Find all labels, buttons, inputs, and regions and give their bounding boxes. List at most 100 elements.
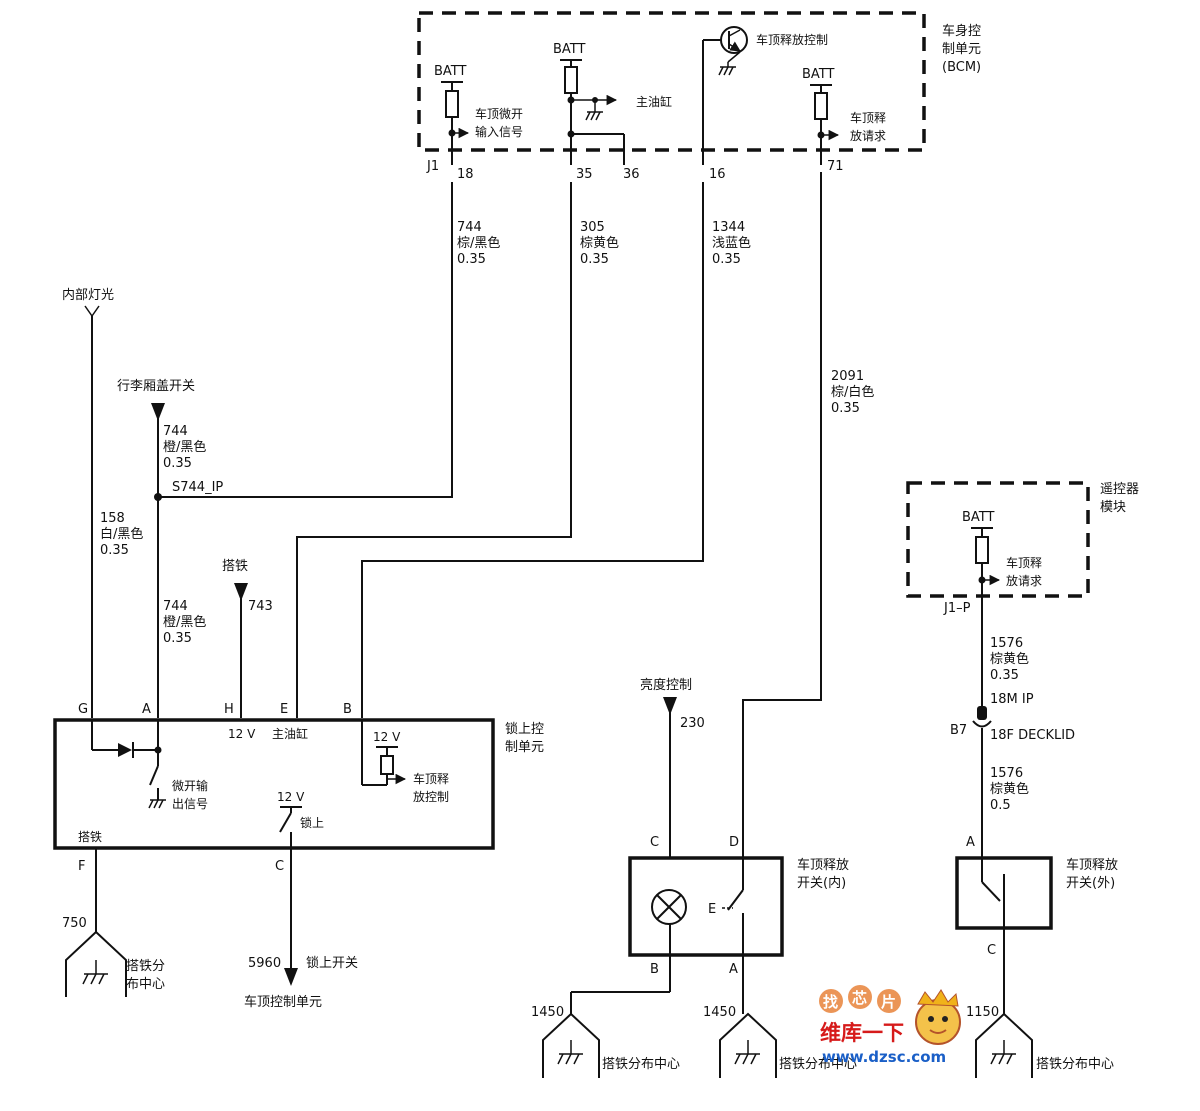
wire-1576-b-gauge: 0.5 <box>990 798 1011 813</box>
inline-connector-icon <box>977 706 987 720</box>
ground-wire-number: 743 <box>248 599 273 614</box>
ajar-output-line2: 出信号 <box>172 797 208 811</box>
lock-control-module: 锁上控 制单元 G A H E B 12 V 主油缸 微开输 出信号 12 V <box>53 702 544 1010</box>
watermark-slogan: 维库一下 <box>820 1021 904 1045</box>
ground-dist-label-line1: 搭铁分 <box>126 958 165 974</box>
connector-18M-label: 18M IP <box>990 692 1034 707</box>
pullup-resistor <box>445 90 459 118</box>
bcm-pin-35: 35 <box>576 167 593 182</box>
bcm-pin-71: 71 <box>827 159 844 174</box>
wire-744-top <box>158 182 453 498</box>
ground-center-icon <box>65 930 127 997</box>
lock-pin-G: G <box>78 702 88 717</box>
lock-label: 锁上 <box>300 815 324 830</box>
watermark-logo: 找 芯 片 维库一下 www.dzsc.com <box>819 985 961 1066</box>
bcm-batt-label-3: BATT <box>802 67 835 82</box>
bcm-module: 车身控 制单元 (BCM) BATT 车顶微开 输入信号 BATT 主油缸 <box>417 11 981 182</box>
ground-distribution-3: 1450 搭铁分布中心 <box>703 1005 857 1078</box>
release-control-line1: 车顶释 <box>413 771 449 786</box>
lock-output-arrow-icon <box>284 968 298 986</box>
inner-pin-C: C <box>650 835 659 850</box>
wire-1344-color: 浅蓝色 <box>712 235 751 251</box>
remote-connector-label: J1–P <box>943 601 971 616</box>
wire-750-label: 750 <box>62 916 87 931</box>
wire-744-top-color: 棕/黑色 <box>457 235 500 251</box>
outer-release-switch: 车顶释放 开关(外) A C <box>955 835 1118 1014</box>
lock-pin-B: B <box>343 702 352 717</box>
wire-744-trunk-color: 橙/黑色 <box>163 439 206 455</box>
lock-module-title-line1: 锁上控 <box>505 721 544 737</box>
ajar-switch-icon <box>149 765 159 786</box>
lock-pin-H: H <box>224 702 234 717</box>
outer-switch-title-line2: 开关(外) <box>1066 876 1115 891</box>
lock-main-cylinder-label: 主油缸 <box>272 726 308 741</box>
transistor-icon <box>720 26 748 54</box>
wire-158-color: 白/黑色 <box>100 526 143 542</box>
ajar-output-line1: 微开输 <box>172 778 208 793</box>
wire-305-color: 棕黄色 <box>580 235 619 251</box>
release-resistor <box>380 755 394 775</box>
lock-12v-label-1: 12 V <box>228 727 256 741</box>
wire-1344 <box>361 182 704 718</box>
bcm-title-line1: 车身控 <box>942 23 981 39</box>
bcm-main-cylinder-label: 主油缸 <box>636 94 672 109</box>
wire-744-top-num: 744 <box>457 220 482 235</box>
wire-305-gauge: 0.35 <box>580 252 609 267</box>
lock-12v-label-2: 12 V <box>373 730 401 744</box>
wire-2091-num: 2091 <box>831 369 864 384</box>
ground-distribution-1: 搭铁分 布中心 <box>65 930 165 997</box>
bcm-wires: 744 棕/黑色 0.35 305 棕黄色 0.35 1344 浅蓝色 0.35… <box>158 172 874 858</box>
wire-744-mid-num: 744 <box>163 599 188 614</box>
lock-module-title-line2: 制单元 <box>505 740 544 755</box>
lock-pin-C: C <box>275 859 284 874</box>
remote-title-line2: 模块 <box>1100 500 1126 515</box>
brightness-arrow-icon <box>663 697 677 715</box>
connector-B7-label: B7 <box>950 723 967 738</box>
wire-2091-color: 棕/白色 <box>831 384 874 400</box>
brightness-wire-number: 230 <box>680 716 705 731</box>
release-control-line2: 放控制 <box>413 789 449 804</box>
wire-744-trunk-gauge: 0.35 <box>163 456 192 471</box>
inner-switch-title-line2: 开关(内) <box>797 875 846 891</box>
remote-req-line1: 车顶释 <box>1006 555 1042 570</box>
left-wires: 内部灯光 158 白/黑色 0.35 行李厢盖开关 744 橙/黑色 0.35 … <box>62 287 273 718</box>
connector-18F-label: 18F DECKLID <box>990 728 1075 743</box>
ground-dist-label-3: 搭铁分布中心 <box>779 1056 857 1072</box>
bcm-pin-18: 18 <box>457 167 474 182</box>
ground-label: 搭铁 <box>222 558 248 574</box>
lock-switch-icon <box>279 812 292 833</box>
remote-pullup-resistor <box>975 536 989 564</box>
inner-pin-D: D <box>729 835 739 850</box>
remote-title-line1: 遥控器 <box>1100 482 1139 497</box>
remote-batt-label: BATT <box>962 510 995 525</box>
lock-12v-label-3: 12 V <box>277 790 305 804</box>
ajar-input-label-line2: 输入信号 <box>475 124 523 139</box>
connector-arrow-icon <box>151 403 165 421</box>
watermark-char-3: 片 <box>881 993 896 1011</box>
remote-module: 遥控器 模块 BATT 车顶释 放请求 J1–P 1576 棕黄色 0.35 1… <box>906 481 1139 858</box>
inner-pin-B: B <box>650 962 659 977</box>
wire-1576-a-num: 1576 <box>990 636 1023 651</box>
outer-pin-A: A <box>966 835 975 850</box>
ground-dist-label-line2: 布中心 <box>126 977 165 992</box>
wire-305-num: 305 <box>580 220 605 235</box>
brightness-label: 亮度控制 <box>640 677 692 693</box>
wire-1344-num: 1344 <box>712 220 745 235</box>
bcm-release-request-line2: 放请求 <box>850 128 886 143</box>
wire-158-num: 158 <box>100 511 125 526</box>
connector-fork-icon <box>84 305 100 318</box>
ground-distribution-4: 1150 搭铁分布中心 <box>966 1005 1114 1078</box>
bcm-batt-label-1: BATT <box>434 64 467 79</box>
bcm-batt-label-2: BATT <box>553 42 586 57</box>
wire-305 <box>296 182 572 718</box>
ground-dist-label-4: 搭铁分布中心 <box>1036 1056 1114 1072</box>
bcm-pin-16: 16 <box>709 167 726 182</box>
lock-pin-A: A <box>142 702 151 717</box>
inner-switch-box <box>628 856 784 957</box>
ground-center-icon <box>719 1012 777 1078</box>
ajar-input-label-line1: 车顶微开 <box>475 106 523 121</box>
bcm-title-line3: (BCM) <box>942 60 981 75</box>
lock-module-box <box>53 718 495 850</box>
wire-1150-label: 1150 <box>966 1005 999 1020</box>
remote-req-line2: 放请求 <box>1006 573 1042 588</box>
